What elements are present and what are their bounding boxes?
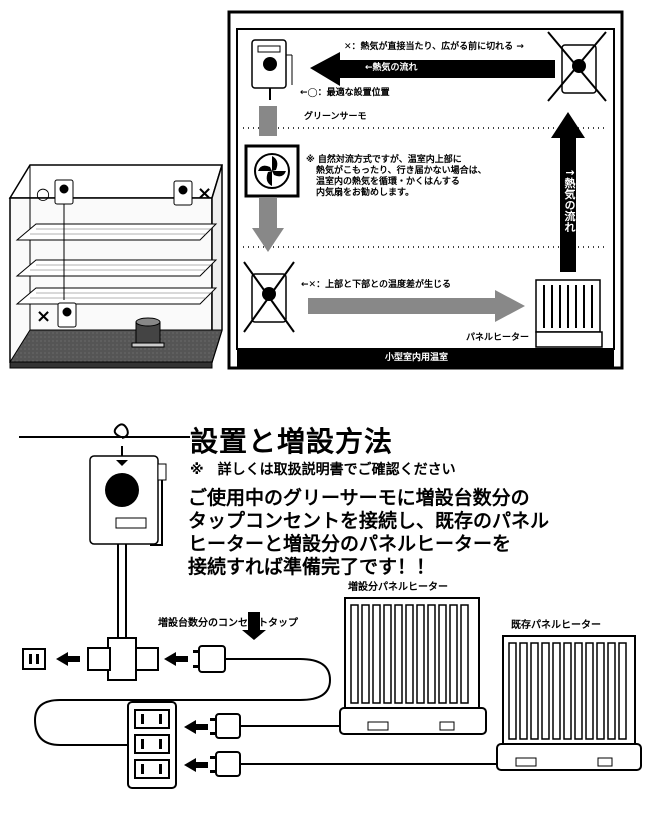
thermostat-optimal [251, 39, 293, 100]
heat-flow-arrow-horizontal [310, 52, 555, 86]
outlet-tap [127, 701, 177, 789]
thermostat-top-right [173, 180, 193, 206]
label-hot-spread: ✕：熱気が直接当たり、広がる前に切れる → [344, 42, 524, 52]
outlet-left [22, 648, 46, 670]
installation-subtitle: ※ 詳しくは取扱説明書でご確認ください [190, 462, 456, 478]
small-greenhouse-illustration [8, 164, 224, 369]
label-temperature-difference: ←✕：上部と下部との温度差が生じる [301, 280, 451, 290]
label-green-thermo: グリーンサーモ [304, 112, 367, 122]
installation-diagram [19, 423, 642, 789]
thermostat-crossed-top [547, 31, 607, 102]
circulation-note: ※ 自然対流方式ですが、温室内上部に 熱気がこもったり、行き届かない場合は、 温… [306, 155, 487, 198]
small-heater [131, 317, 165, 348]
installation-title: 設置と増設方法 [190, 425, 394, 458]
label-heat-flow-vertical: ↑熱気の流れ [563, 168, 576, 233]
heat-flow-arrow-vertical [551, 112, 585, 272]
mark-cross-bottom-left: × [36, 306, 52, 327]
label-existing-heater: 既存パネルヒーター [511, 620, 601, 631]
label-heat-flow-horizontal: ←熱気の流れ [365, 63, 418, 73]
added-panel-heater [339, 597, 487, 735]
existing-panel-heater [496, 635, 642, 771]
installation-description: ご使用中のグリーサーモに増設台数分の タップコンセントを接続し、既存のパネル ヒ… [188, 487, 550, 578]
room-diagram [227, 10, 624, 370]
mark-optimal-circle: ○ [36, 184, 50, 203]
panel-heater-room [535, 279, 603, 348]
thermostat-bottom-left [57, 302, 77, 328]
label-added-heater: 増設分パネルヒーター [348, 582, 448, 593]
label-small-greenhouse: 小型室内用温室 [385, 353, 449, 363]
label-outlet-tap: 増設台数分のコンセントタップ [158, 618, 298, 629]
label-optimal-position: ←◯：最適な設置位置 [300, 88, 390, 98]
fan-icon [244, 144, 300, 198]
label-panel-heater: パネルヒーター [466, 333, 530, 343]
mark-cross-top-right: × [197, 183, 213, 204]
thermostat-top-left [54, 179, 74, 300]
thermostat-crossed-bottom [243, 261, 295, 333]
